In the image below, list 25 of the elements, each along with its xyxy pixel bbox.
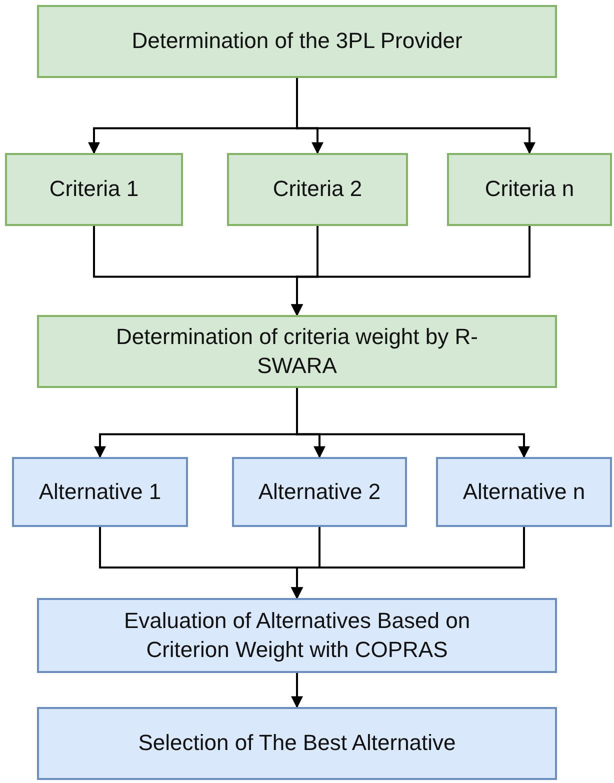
box-label: Determination of criteria weight by R-SWARA bbox=[115, 322, 479, 380]
arrow bbox=[291, 226, 530, 316]
arrow bbox=[296, 78, 536, 154]
box-label: Evaluation of Alternatives Based on Criterion Weight with COPRAS bbox=[122, 606, 472, 664]
process-box bbox=[37, 5, 557, 78]
process-box bbox=[12, 457, 188, 527]
process-box bbox=[37, 707, 557, 780]
box-label: Selection of The Best Alternative bbox=[138, 729, 456, 758]
process-box bbox=[447, 153, 612, 226]
process-box bbox=[227, 153, 408, 226]
box-label: Criteria 1 bbox=[49, 175, 139, 204]
box-label: Alternative 1 bbox=[38, 478, 162, 506]
arrow bbox=[296, 388, 530, 458]
process-box bbox=[37, 598, 557, 673]
box-label: Determination of the 3PL Provider bbox=[132, 27, 462, 56]
process-box bbox=[37, 315, 557, 388]
box-label: Criteria 2 bbox=[272, 175, 362, 204]
arrow bbox=[291, 673, 303, 708]
process-box bbox=[5, 153, 183, 226]
arrow bbox=[291, 527, 525, 600]
box-label: Alternative n bbox=[462, 478, 586, 506]
process-box bbox=[436, 457, 612, 527]
process-box bbox=[232, 457, 407, 527]
box-label: Alternative 2 bbox=[258, 478, 381, 506]
box-label: Criteria n bbox=[484, 175, 574, 204]
